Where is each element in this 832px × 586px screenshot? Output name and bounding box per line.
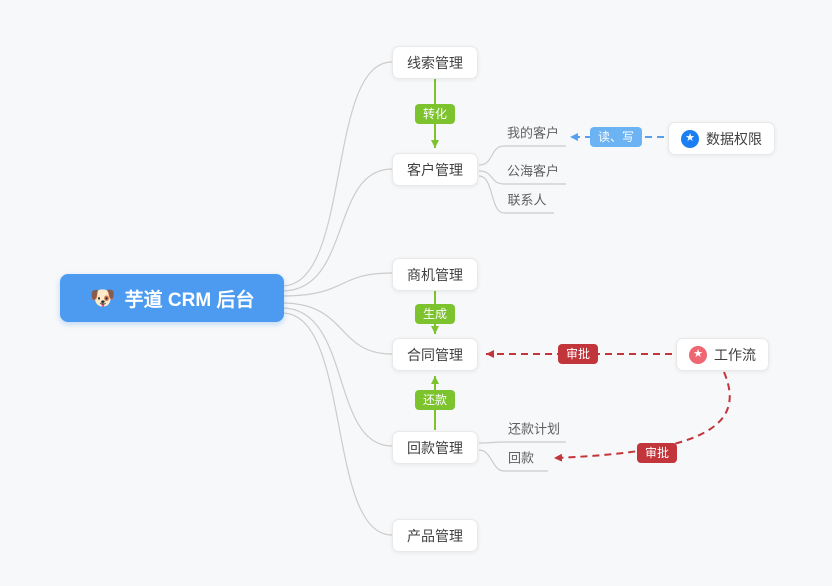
- edge-label-approve-contract: 审批: [557, 344, 599, 364]
- edge-label-read-write: 读、写: [589, 127, 643, 147]
- node-label: 合同管理: [407, 346, 463, 363]
- child-node-contacts[interactable]: 联系人: [507, 192, 547, 208]
- node-label: 客户管理: [407, 161, 463, 178]
- child-node-receipt[interactable]: 回款: [507, 450, 535, 466]
- child-node-my-customers[interactable]: 我的客户: [506, 125, 560, 141]
- edge-center-product: [281, 312, 393, 536]
- edge-label-approve-receivable: 审批: [636, 443, 678, 463]
- child-node-public-sea-customers[interactable]: 公海客户: [506, 163, 560, 179]
- node-label: 数据权限: [706, 130, 762, 147]
- node-lead-management[interactable]: 线索管理: [392, 46, 478, 79]
- node-label: 线索管理: [407, 54, 463, 71]
- dog-logo-icon: 🐶: [89, 286, 116, 310]
- node-label: 回款管理: [407, 439, 463, 456]
- edge-center-opportunity: [281, 272, 393, 297]
- edge-center-receivable: [281, 307, 393, 447]
- edge-label-generate: 生成: [414, 304, 456, 324]
- node-receivable-management[interactable]: 回款管理: [392, 431, 478, 464]
- child-node-repayment-plan[interactable]: 还款计划: [507, 421, 561, 437]
- node-data-permission[interactable]: ★ 数据权限: [668, 122, 775, 155]
- star-icon: ★: [681, 129, 699, 148]
- node-contract-management[interactable]: 合同管理: [392, 338, 478, 371]
- center-node-crm-backend[interactable]: 🐶 芋道 CRM 后台: [60, 274, 284, 322]
- node-label: 产品管理: [407, 527, 463, 544]
- node-label: 商机管理: [407, 266, 463, 283]
- edge-receivable-repayment-plan: [478, 441, 566, 444]
- star-icon: ★: [689, 345, 707, 364]
- node-label: 工作流: [714, 346, 756, 363]
- edge-label-convert: 转化: [414, 104, 456, 124]
- center-node-label: 芋道 CRM 后台: [124, 289, 255, 311]
- edge-center-customer: [281, 168, 393, 292]
- edge-center-lead: [281, 61, 393, 287]
- node-workflow[interactable]: ★ 工作流: [676, 338, 769, 371]
- node-opportunity-management[interactable]: 商机管理: [392, 258, 478, 291]
- node-customer-management[interactable]: 客户管理: [392, 153, 478, 186]
- edge-label-repay: 还款: [414, 390, 456, 410]
- node-product-management[interactable]: 产品管理: [392, 519, 478, 552]
- edge-center-contract: [281, 302, 393, 355]
